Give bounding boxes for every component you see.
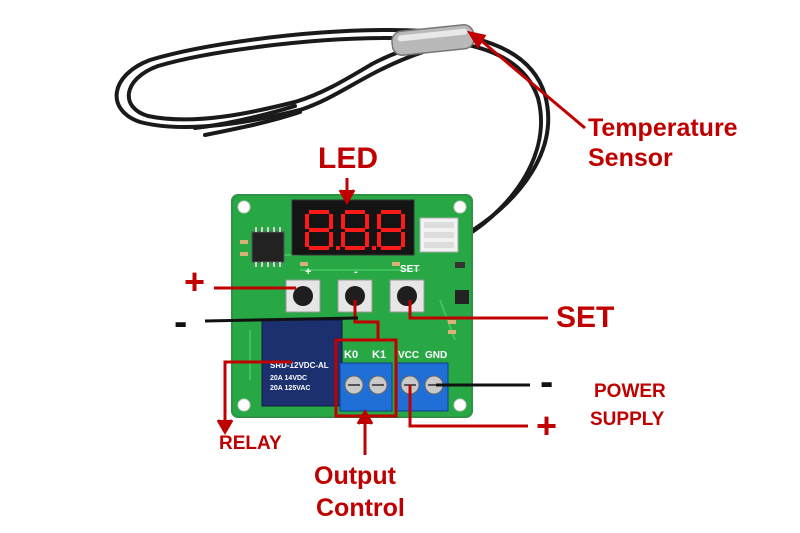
minus-callout-line [204, 316, 359, 323]
relay-rating-line2: 20A 125VAC [270, 385, 310, 392]
power-plus-sign: + [536, 405, 558, 446]
plus-tact-button [285, 279, 321, 313]
callout-lines [214, 30, 586, 455]
silk-vcc: VCC [398, 350, 419, 361]
set-label: SET [556, 301, 615, 334]
plus-button-sign: + [184, 261, 206, 302]
relay-model: SRD-12VDC-AL [270, 361, 329, 370]
power-label-line2: SUPPLY [590, 409, 665, 430]
smd-components [240, 240, 469, 334]
set-callout-line [408, 300, 548, 320]
led-arrowhead [338, 189, 356, 205]
power-terminal-block [395, 362, 449, 412]
minus-button-sign: - [174, 300, 188, 344]
led-label: LED [318, 142, 378, 175]
output-terminal-block [339, 362, 393, 412]
silk-k1: K1 [372, 349, 386, 361]
black-callout-lines [204, 316, 530, 387]
minus-tact-button [337, 279, 373, 313]
seven-segment-display [291, 199, 415, 256]
output-label-line2: Control [316, 494, 405, 522]
power-minus-sign: - [540, 360, 554, 404]
silk-plus: + [305, 266, 311, 278]
power-label-line1: POWER [594, 381, 666, 402]
temperature-label-line1: Temperature [588, 114, 738, 142]
microcontroller-chip [251, 227, 285, 267]
relay-label: RELAY [219, 433, 282, 454]
relay-rating-line1: 20A 14VDC [270, 375, 307, 382]
silk-gnd: GND [425, 350, 447, 361]
temperature-label-line2: Sensor [588, 144, 673, 172]
output-label-line1: Output [314, 462, 396, 490]
sensor-connector [419, 217, 459, 253]
temperature-callout-line [477, 36, 586, 130]
power-plus-callout-line [408, 385, 528, 428]
silk-k0: K0 [344, 349, 358, 361]
silk-minus: - [354, 266, 358, 278]
silk-set: SET [400, 264, 419, 275]
relay-callout-line [223, 360, 292, 425]
set-tact-button [389, 279, 425, 313]
temperature-arrowhead [466, 30, 487, 49]
